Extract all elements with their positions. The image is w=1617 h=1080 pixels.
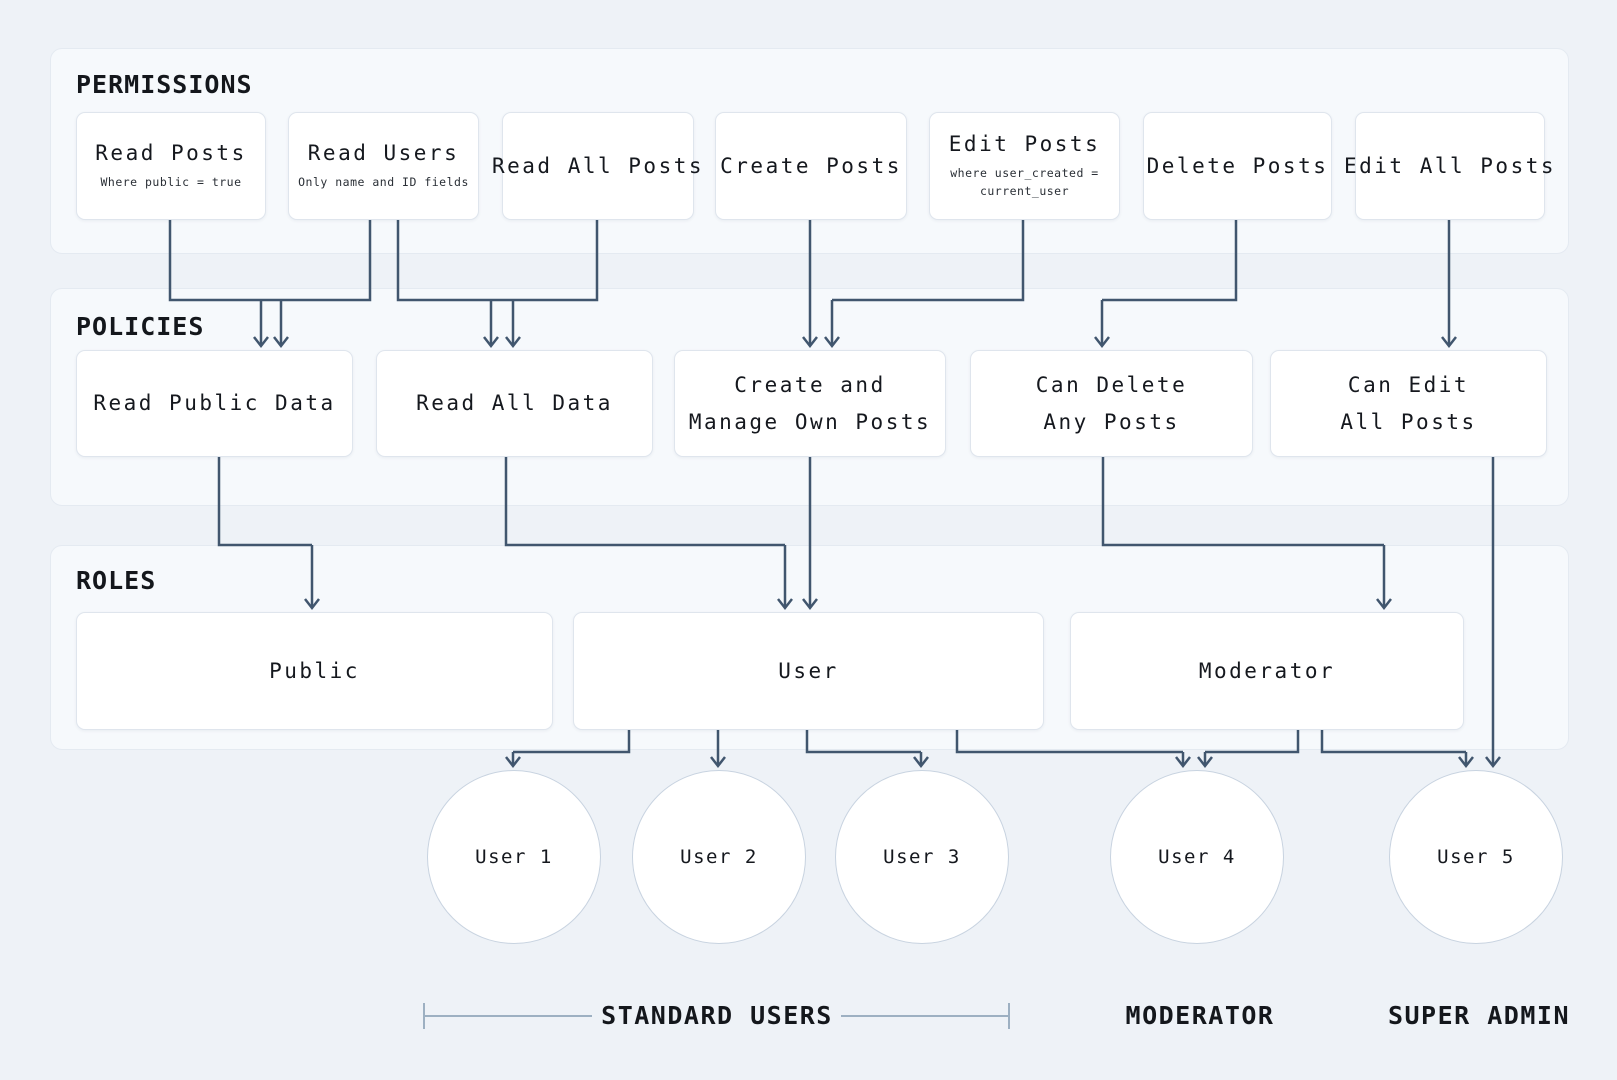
user-circle-4: User 4 bbox=[1110, 770, 1284, 944]
node-label: Read Public Data bbox=[93, 391, 336, 416]
node-title: Edit All Posts bbox=[1344, 154, 1557, 178]
node-title: Read Users bbox=[307, 140, 460, 165]
arrowheads bbox=[253, 336, 1501, 769]
node-label-line-1: Can Delete bbox=[1035, 373, 1188, 398]
permission-node-delete-posts: Delete Posts bbox=[1143, 112, 1332, 220]
permission-node-create-posts: Create Posts bbox=[715, 112, 907, 220]
group-label-super-admin: SUPER ADMIN bbox=[1387, 1001, 1571, 1030]
node-label-line-1: Create and bbox=[734, 373, 886, 398]
node-subtitle: Where public = true bbox=[100, 174, 242, 189]
policy-to-role-lines bbox=[217, 455, 1495, 766]
node-label-line-2: Manage Own Posts bbox=[688, 409, 932, 434]
node-title: Read All Posts bbox=[492, 154, 705, 178]
user-circle-3: User 3 bbox=[835, 770, 1009, 944]
policies-title: POLICIES bbox=[76, 312, 205, 341]
permission-node-edit-posts: Edit Posts where user_created = current_… bbox=[929, 112, 1120, 220]
user-circle-1: User 1 bbox=[427, 770, 601, 944]
user-label: User 5 bbox=[1437, 846, 1515, 868]
subtitle-line-1: where user_created = bbox=[950, 165, 1099, 180]
permission-node-edit-all-posts: Edit All Posts bbox=[1344, 112, 1554, 220]
node-label-line-2: All Posts bbox=[1340, 409, 1477, 434]
node-subtitle: Only name and ID fields bbox=[298, 174, 469, 189]
group-label-standard-users: STANDARD USERS bbox=[601, 1001, 833, 1030]
node-label: Moderator bbox=[1198, 658, 1336, 683]
node-subtitle: where user_created = current_user bbox=[950, 165, 1098, 201]
role-node-moderator: Moderator bbox=[1070, 612, 1464, 730]
user-label: User 1 bbox=[475, 846, 553, 868]
node-label: User bbox=[778, 658, 839, 683]
permission-node-read-users: Read Users Only name and ID fields bbox=[288, 112, 479, 220]
bracket-lines bbox=[423, 1003, 1010, 1029]
roles-title: ROLES bbox=[76, 566, 157, 595]
node-label-line-1: Can Edit bbox=[1347, 373, 1470, 398]
policy-node-read-public-data: Read Public Data bbox=[76, 350, 353, 457]
node-label-line-2: Any Posts bbox=[1043, 409, 1180, 434]
node-title: Create Posts bbox=[720, 154, 902, 178]
role-to-user-lines bbox=[511, 728, 1468, 766]
policy-node-create-manage-own-posts: Create and Manage Own Posts bbox=[674, 350, 946, 457]
group-label-moderator: MODERATOR bbox=[1125, 1001, 1275, 1030]
permission-node-read-all-posts: Read All Posts bbox=[492, 112, 702, 220]
permission-to-policy-lines bbox=[168, 218, 1451, 346]
role-node-user: User bbox=[573, 612, 1044, 730]
node-label: Read All Data bbox=[416, 391, 613, 416]
policy-node-read-all-data: Read All Data bbox=[376, 350, 653, 457]
policy-node-can-edit-all-posts: Can Edit All Posts bbox=[1270, 350, 1547, 457]
permissions-title: PERMISSIONS bbox=[76, 70, 253, 99]
permission-node-read-posts: Read Posts Where public = true bbox=[76, 112, 266, 220]
user-label: User 2 bbox=[680, 846, 758, 868]
node-title: Edit Posts bbox=[948, 131, 1101, 156]
user-circle-2: User 2 bbox=[632, 770, 806, 944]
node-title: Delete Posts bbox=[1146, 154, 1329, 178]
policy-node-can-delete-any-posts: Can Delete Any Posts bbox=[970, 350, 1253, 457]
node-label: Public bbox=[269, 658, 360, 683]
role-node-public: Public bbox=[76, 612, 553, 730]
user-label: User 3 bbox=[883, 846, 961, 868]
user-circle-5: User 5 bbox=[1389, 770, 1563, 944]
node-title: Read Posts bbox=[95, 140, 247, 165]
user-label: User 4 bbox=[1158, 846, 1236, 868]
subtitle-line-2: current_user bbox=[979, 183, 1070, 198]
